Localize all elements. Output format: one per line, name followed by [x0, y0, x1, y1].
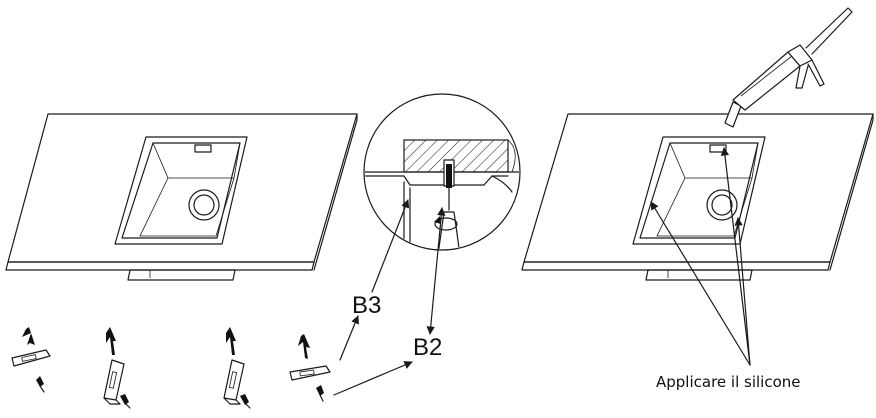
bracket-vertical-2: [223, 327, 251, 409]
silicone-gun-icon: [724, 7, 853, 128]
leader-lines: [333, 147, 751, 396]
bracket-flat-1: [11, 327, 51, 393]
label-b2: B2: [413, 334, 443, 361]
label-b3: B3: [352, 292, 382, 319]
bracket-vertical-1: [103, 327, 131, 409]
label-apply-silicone: Applicare il silicone: [656, 373, 801, 391]
countertop-right: [521, 113, 874, 281]
detail-magnifier: [363, 93, 521, 251]
countertop-left: [5, 113, 358, 281]
bracket-flat-2: [289, 334, 331, 402]
